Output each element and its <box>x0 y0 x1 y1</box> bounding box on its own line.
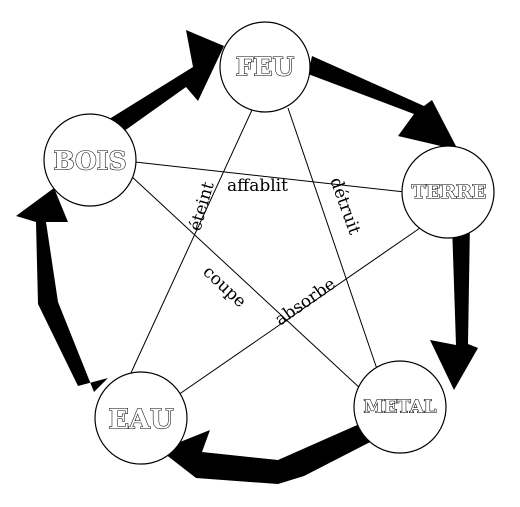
line-terre-eau <box>177 227 421 396</box>
arrow-eau-to-bois <box>16 188 108 392</box>
node-bois: BOIS <box>43 113 137 207</box>
arrow-terre-to-metal <box>430 222 478 390</box>
line-feu-eau <box>129 109 253 376</box>
line-feu-metal <box>287 107 379 373</box>
node-metal-circle <box>353 360 447 454</box>
node-terre: TERRE <box>401 145 495 239</box>
relation-lines <box>129 107 421 396</box>
node-terre-circle <box>401 145 495 239</box>
label-absorbe: absorbe <box>271 274 339 330</box>
label-affablit: affablit <box>227 176 288 196</box>
label-eteint: éteint <box>186 179 219 233</box>
label-coupe: coupe <box>199 262 250 312</box>
node-feu: FEU <box>219 21 311 113</box>
node-eau-label: EAU <box>108 405 173 436</box>
line-bois-terre <box>134 161 406 193</box>
arrow-metal-to-eau <box>160 422 378 484</box>
node-feu-circle <box>219 21 311 113</box>
node-bois-label: BOIS <box>53 147 126 176</box>
node-eau-circle <box>94 371 188 465</box>
node-bois-circle <box>43 113 137 207</box>
label-detruit: détruit <box>325 175 364 238</box>
line-bois-metal <box>129 174 363 391</box>
node-terre-label: TERRE <box>412 181 487 203</box>
cycle-arrows <box>16 30 478 484</box>
node-metal-label: METAL <box>364 397 437 418</box>
node-metal: METAL <box>353 360 447 454</box>
arrow-feu-to-terre <box>308 56 458 150</box>
node-feu-label: FEU <box>236 53 295 82</box>
arrow-bois-to-feu <box>106 30 224 134</box>
node-eau: EAU <box>94 371 188 465</box>
